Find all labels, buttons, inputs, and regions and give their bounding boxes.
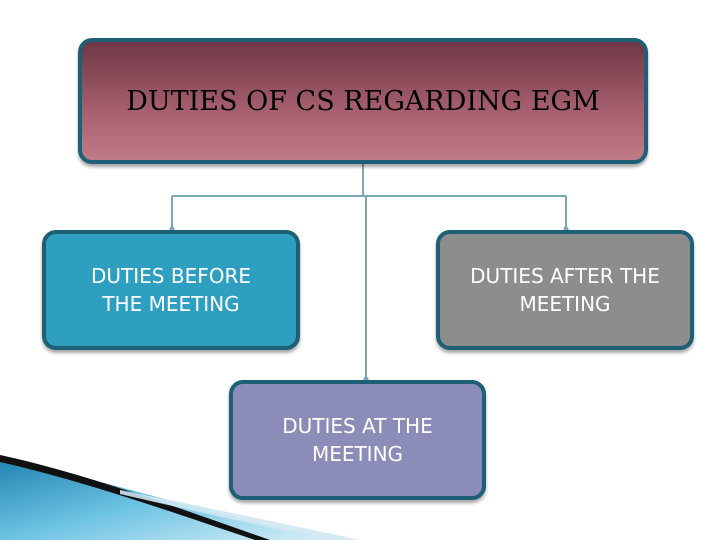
swoosh-blue-fill [0,455,330,540]
swoosh-dark-stroke [0,455,270,540]
swoosh-light-band [120,490,360,540]
node-after-label: DUTIES AFTER THE MEETING [470,264,660,316]
node-duties-before-meeting: DUTIES BEFORE THE MEETING [42,230,300,350]
node-before-label: DUTIES BEFORE THE MEETING [91,264,251,316]
root-node-label: DUTIES OF CS REGARDING EGM [126,85,600,117]
node-duties-after-meeting: DUTIES AFTER THE MEETING [436,230,694,350]
node-duties-at-meeting: DUTIES AT THE MEETING [229,380,486,500]
root-node-duties-of-cs: DUTIES OF CS REGARDING EGM [78,38,648,164]
node-at-label: DUTIES AT THE MEETING [282,414,433,466]
